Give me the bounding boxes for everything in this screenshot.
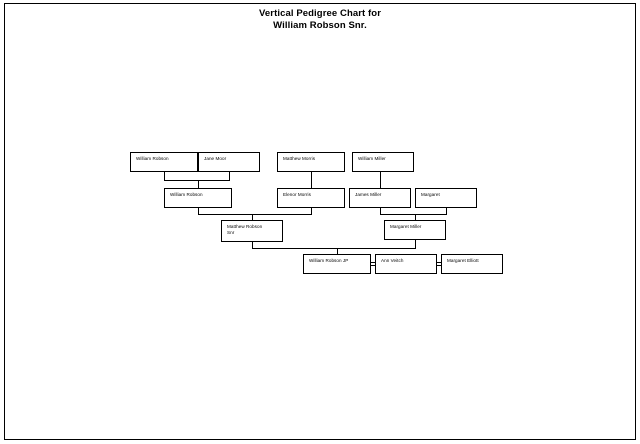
descent-line xyxy=(229,172,230,180)
person-box-william-robson-g1[interactable]: William Robson xyxy=(130,152,198,172)
person-box-matthew-morris[interactable]: Matthew Morris xyxy=(277,152,345,172)
descent-line xyxy=(252,248,416,249)
descent-line xyxy=(164,180,230,181)
descent-line xyxy=(198,180,199,188)
title-line-1: Vertical Pedigree Chart for xyxy=(258,8,382,19)
person-box-elenor-morris[interactable]: Elenor Morris xyxy=(277,188,345,208)
person-box-matthew-robson-snr[interactable]: Matthew Robson Snr xyxy=(221,220,283,242)
descent-line xyxy=(380,208,381,214)
descent-line xyxy=(252,242,253,248)
person-box-william-robson-g2[interactable]: William Robson xyxy=(164,188,232,208)
descent-line xyxy=(198,214,312,215)
marriage-line xyxy=(437,265,441,266)
marriage-line xyxy=(437,262,441,263)
person-box-james-miller[interactable]: James Miller xyxy=(349,188,411,208)
descent-line xyxy=(311,172,312,188)
marriage-line xyxy=(371,265,375,266)
descent-line xyxy=(415,240,416,248)
person-box-william-robson-jp[interactable]: William Robson JP xyxy=(303,254,371,274)
page-border xyxy=(4,3,636,440)
descent-line xyxy=(380,214,447,215)
page-title: Vertical Pedigree Chart for William Robs… xyxy=(0,8,640,32)
marriage-line xyxy=(371,262,375,263)
descent-line xyxy=(337,248,338,254)
person-box-ann-veitch[interactable]: Ann Veitch xyxy=(375,254,437,274)
person-box-margaret-elliott[interactable]: Margaret Elliott xyxy=(441,254,503,274)
person-box-margaret[interactable]: Margaret xyxy=(415,188,477,208)
person-box-jane-moor[interactable]: Jane Moor xyxy=(198,152,260,172)
descent-line xyxy=(311,208,312,214)
descent-line xyxy=(446,208,447,214)
descent-line xyxy=(164,172,165,180)
person-box-william-miller[interactable]: William Miller xyxy=(352,152,414,172)
descent-line xyxy=(198,208,199,214)
descent-line xyxy=(252,214,253,220)
person-box-margaret-miller[interactable]: Margaret Miller xyxy=(384,220,446,240)
descent-line xyxy=(415,214,416,220)
descent-line xyxy=(380,172,381,188)
title-line-2: William Robson Snr. xyxy=(273,20,367,31)
